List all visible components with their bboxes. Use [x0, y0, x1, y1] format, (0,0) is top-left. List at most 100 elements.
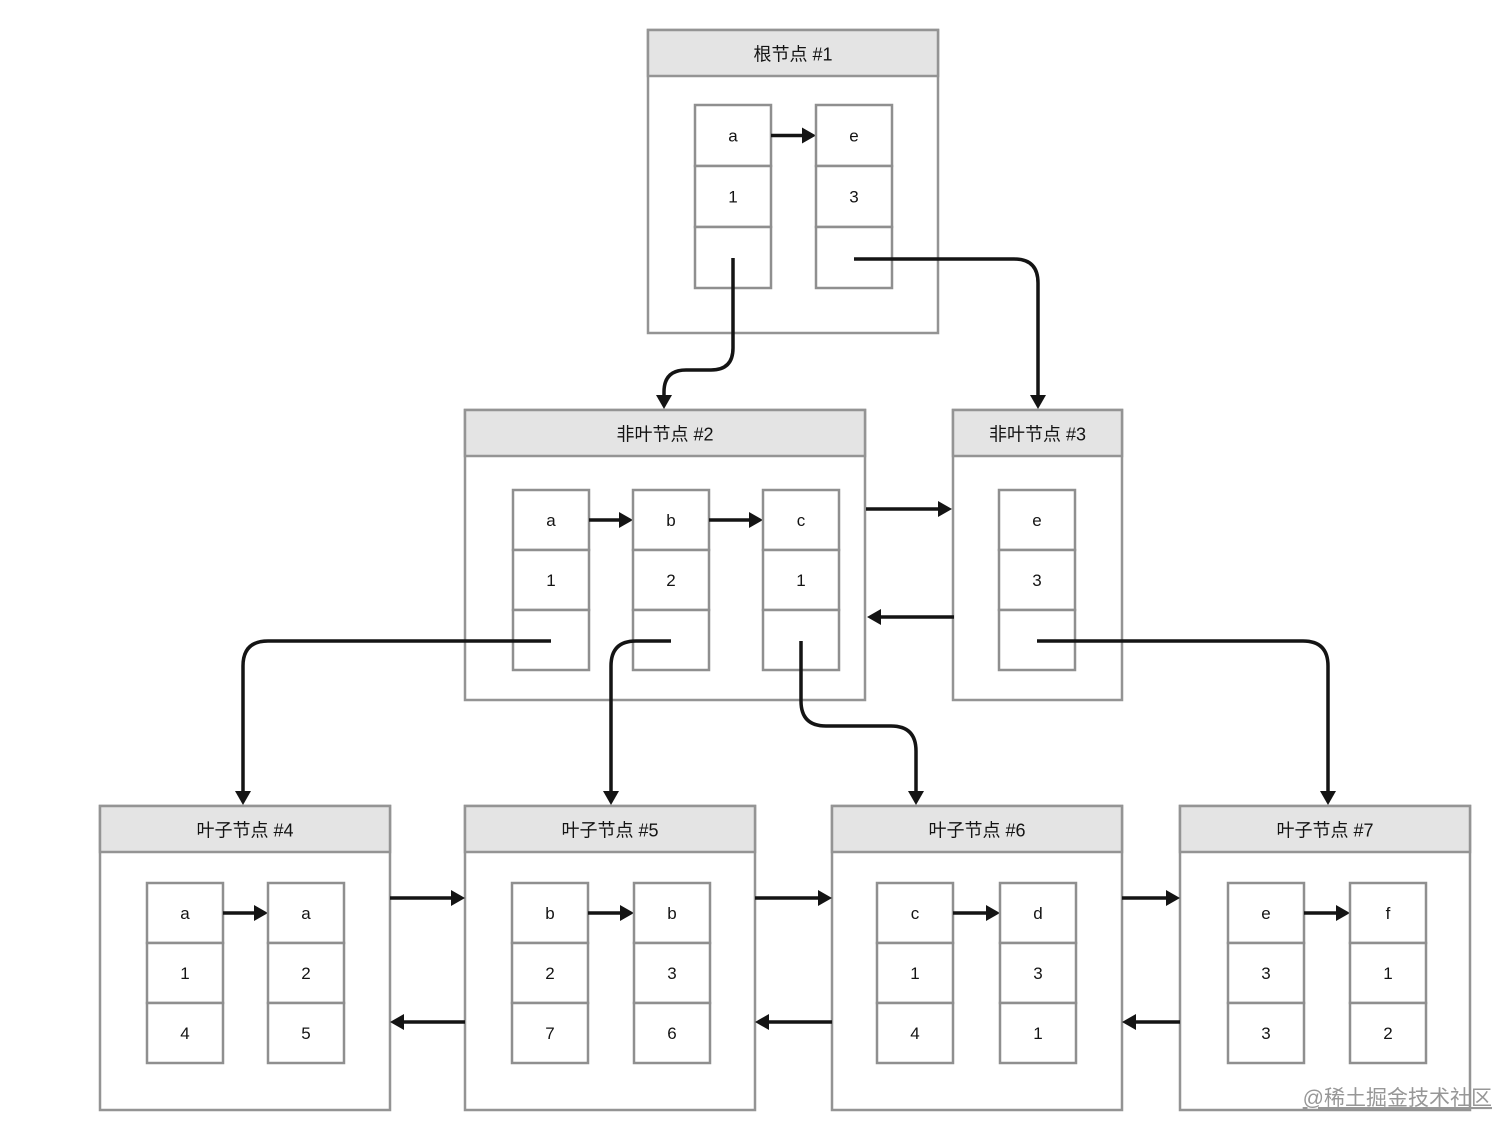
cell-value: a — [728, 126, 738, 145]
edge-internal3-e-to-leaf7 — [1037, 639, 1336, 805]
edge-internal2-c-to-leaf6 — [799, 641, 924, 805]
cell-row — [1348, 1001, 1428, 1065]
edge-root1-a-to-internal2 — [656, 258, 735, 409]
cell-row — [266, 1001, 346, 1065]
record-cell: f 1 2 — [1348, 881, 1428, 1065]
cell-value: 6 — [667, 1024, 676, 1043]
node-leaf-7: 叶子节点 #7 e 3 3 f 1 2 — [1178, 804, 1472, 1112]
cell-value: 2 — [301, 964, 310, 983]
edge-root1-e-to-internal3 — [854, 257, 1046, 409]
record-cell: e3 — [997, 488, 1077, 672]
record-cell: e3 — [814, 103, 894, 290]
connectors-layer — [235, 257, 1336, 1030]
node-title-bar — [951, 408, 1124, 458]
cell-value: 1 — [1383, 964, 1392, 983]
cell-value: e — [1261, 904, 1270, 923]
cell-value: e — [1032, 511, 1041, 530]
node-title: 叶子节点 #4 — [196, 820, 293, 840]
cell-row — [814, 103, 894, 168]
cell-value: a — [301, 904, 311, 923]
node-title: 叶子节点 #6 — [928, 820, 1025, 840]
cell-value: d — [1033, 904, 1042, 923]
node-title: 非叶节点 #3 — [989, 424, 1086, 444]
cell-value: 3 — [1261, 964, 1270, 983]
edge-internal2-a-to-leaf4 — [235, 639, 551, 805]
cell-row — [761, 488, 841, 552]
cell-value: f — [1386, 904, 1391, 923]
record-cell: c 1 4 — [875, 881, 955, 1065]
cell-value: 3 — [1261, 1024, 1270, 1043]
cell-value: 3 — [849, 187, 858, 206]
cell-row — [510, 1001, 590, 1065]
cell-row — [875, 1001, 955, 1065]
cell-value: c — [797, 511, 806, 530]
cell-row — [266, 881, 346, 945]
cell-row — [511, 488, 591, 552]
cell-row — [998, 941, 1078, 1005]
node-title: 非叶节点 #2 — [616, 424, 713, 444]
cell-value: 1 — [546, 571, 555, 590]
cell-row — [997, 488, 1077, 552]
cell-value: 4 — [910, 1024, 919, 1043]
cell-row — [875, 881, 955, 945]
node-internal-3: 非叶节点 #3e3 — [951, 408, 1124, 702]
node-title-bar — [1178, 804, 1472, 854]
cell-value: b — [667, 904, 676, 923]
record-cell: a25 — [266, 881, 346, 1065]
watermark: @稀土掘金技术社区 — [1303, 1087, 1492, 1110]
cell-row — [511, 548, 591, 612]
node-title-bar — [830, 804, 1124, 854]
record-cell: a 1 4 — [145, 881, 225, 1065]
cell-row — [632, 941, 712, 1005]
cell-value: 3 — [1032, 571, 1041, 590]
record-cell: a1 — [511, 488, 591, 672]
node-title-bar — [646, 28, 940, 78]
cell-value: 2 — [1383, 1024, 1392, 1043]
cell-value: 1 — [910, 964, 919, 983]
node-title-bar — [98, 804, 392, 854]
cell-value: 3 — [667, 964, 676, 983]
cell-value: 7 — [545, 1024, 554, 1043]
cell-value: a — [180, 904, 190, 923]
edge-internal2-b-to-leaf5 — [603, 639, 671, 805]
cell-value: 4 — [180, 1024, 189, 1043]
cell-row — [1226, 1001, 1306, 1065]
node-title: 叶子节点 #7 — [1276, 820, 1373, 840]
cell-value: c — [911, 904, 920, 923]
cell-value: 3 — [1033, 964, 1042, 983]
cell-value: b — [666, 511, 675, 530]
record-cell: e 3 3 — [1226, 881, 1306, 1065]
record-cell: a1 — [693, 103, 773, 290]
record-cell: d 3 1 — [998, 881, 1078, 1065]
cell-row — [145, 941, 225, 1005]
cell-value: 1 — [796, 571, 805, 590]
node-title-bar — [463, 804, 757, 854]
cell-row — [266, 941, 346, 1005]
cell-row — [1226, 941, 1306, 1005]
node-title-bar — [463, 408, 867, 458]
cell-value: 2 — [545, 964, 554, 983]
cell-row — [1348, 881, 1428, 945]
node-leaf-6: 叶子节点 #6 c 1 4 d 3 1 — [830, 804, 1124, 1112]
cell-value: a — [546, 511, 556, 530]
cell-row — [632, 1001, 712, 1065]
cell-row — [998, 881, 1078, 945]
cell-row — [510, 941, 590, 1005]
cell-value: 1 — [180, 964, 189, 983]
record-cell: c1 — [761, 488, 841, 672]
cell-row — [632, 881, 712, 945]
cell-row — [145, 1001, 225, 1065]
cell-row — [1348, 941, 1428, 1005]
node-title: 叶子节点 #5 — [561, 820, 658, 840]
cell-value: e — [849, 126, 858, 145]
cell-value: 1 — [1033, 1024, 1042, 1043]
cell-row — [814, 164, 894, 229]
cell-value: 1 — [728, 187, 737, 206]
record-cell: b27 — [510, 881, 590, 1065]
